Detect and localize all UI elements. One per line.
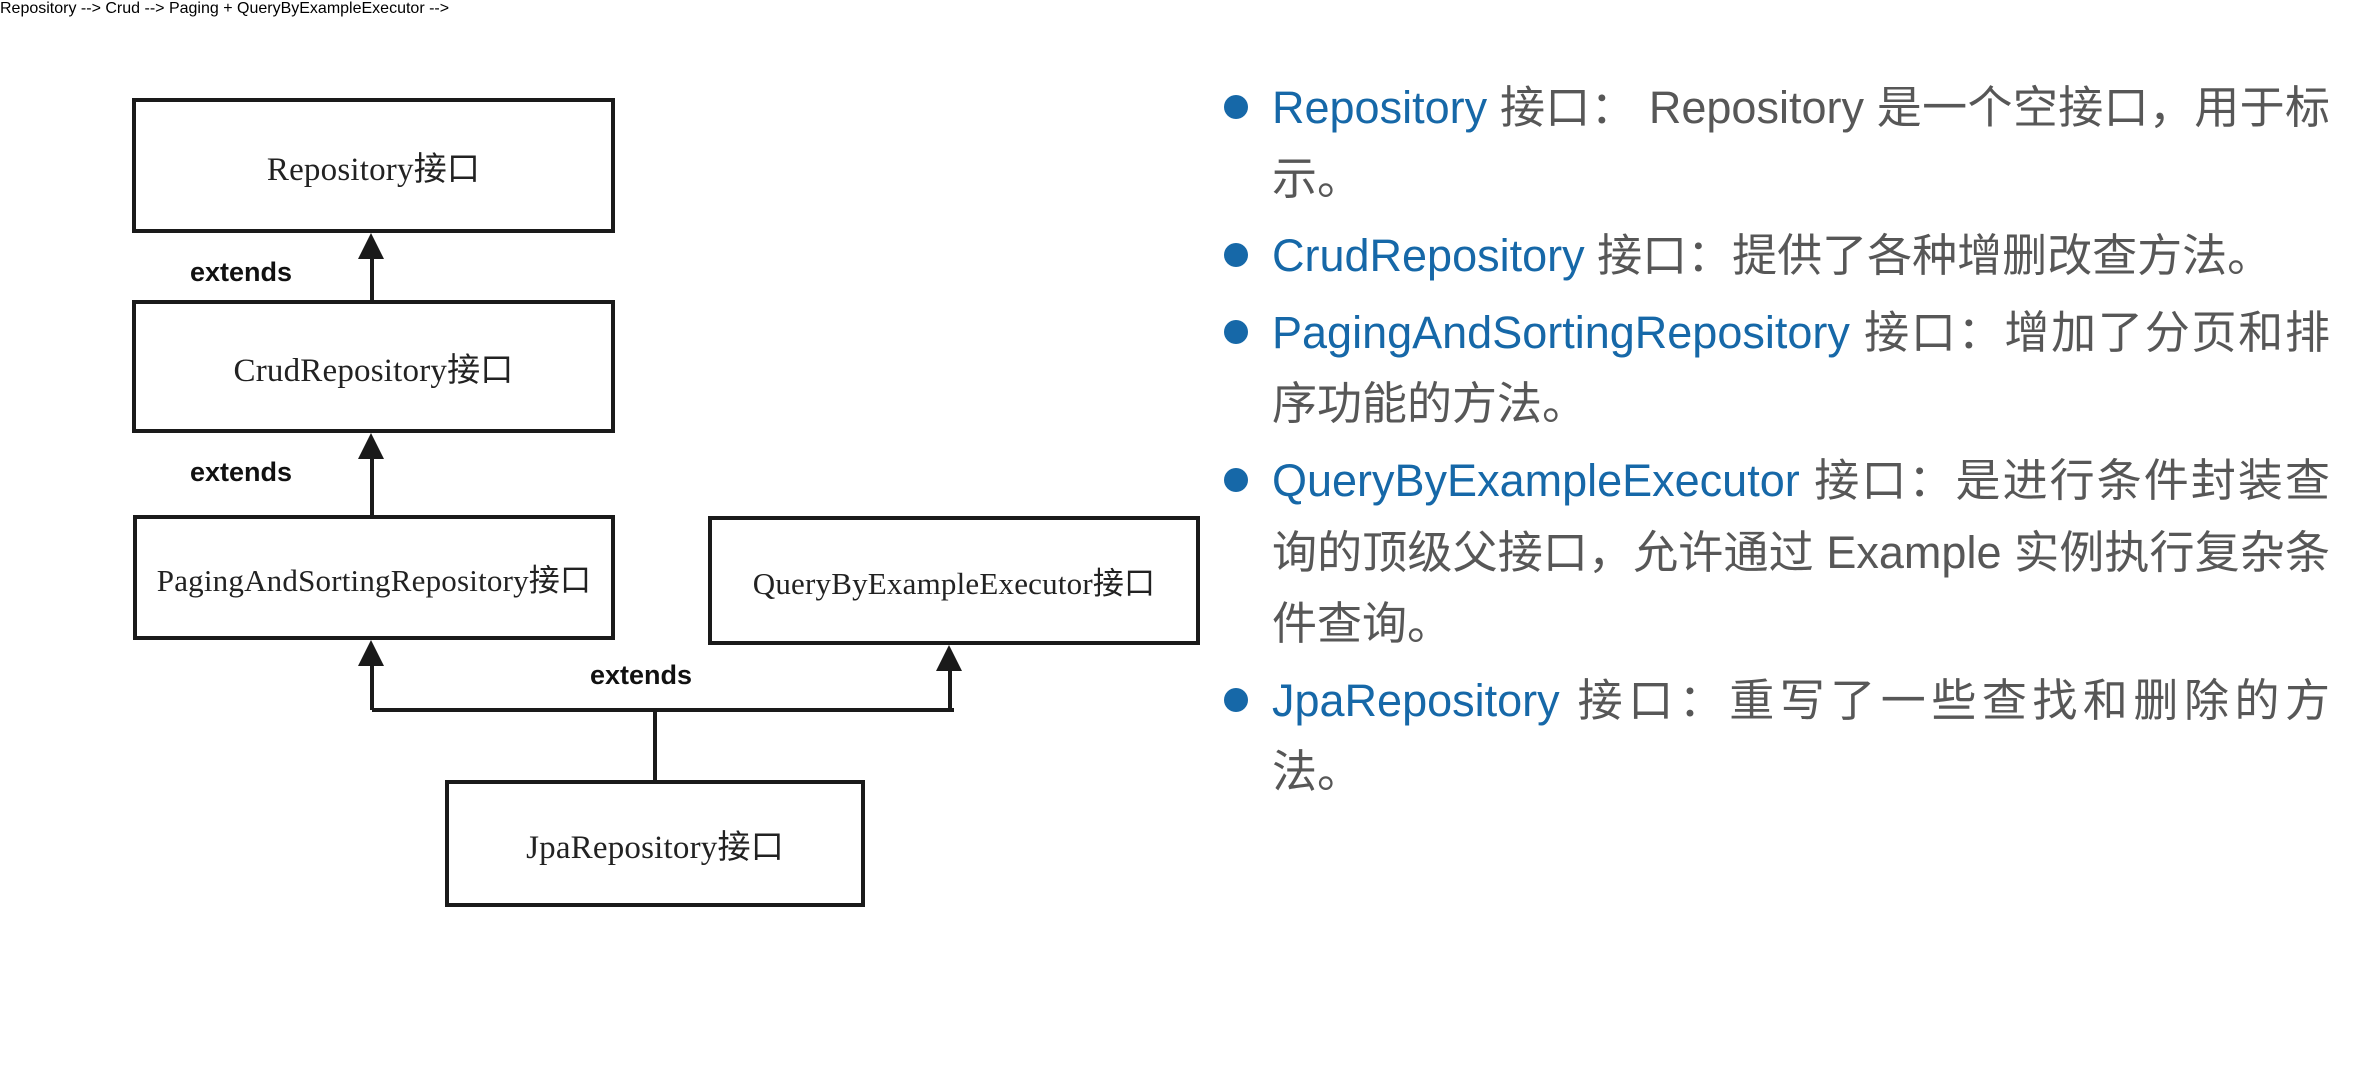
edge-label-extends-1: extends <box>190 257 293 287</box>
api-name: CrudRepository <box>1272 230 1585 282</box>
uml-box-query-by-example-executor-label: QueryByExampleExecutor接口 <box>752 566 1156 601</box>
list-item: JpaRepository 接口：重写了一些查找和删除的方法。 <box>1210 665 2330 807</box>
interface-description-list: Repository 接口： Repository 是一个空接口，用于标示。 C… <box>1210 72 2330 807</box>
list-item: QueryByExampleExecutor 接口：是进行条件封装查询的顶级父接… <box>1210 445 2330 658</box>
uml-box-paging-and-sorting-repository: PagingAndSortingRepository接口 <box>133 515 615 640</box>
arrowhead-up-icon <box>358 640 384 666</box>
list-item: PagingAndSortingRepository 接口：增加了分页和排序功能… <box>1210 297 2330 439</box>
edge-jpa-to-paging-line <box>370 666 374 710</box>
list-item: CrudRepository 接口：提供了各种增删改查方法。 <box>1210 220 2330 291</box>
arrowhead-up-icon <box>358 433 384 459</box>
edge-jpa-to-query-by-example-line <box>948 671 952 710</box>
bullet-dot-icon <box>1224 95 1248 119</box>
api-description: 接口：增加了分页和排序功能的方法。 <box>1272 307 2330 430</box>
edge-crud-to-repository-line <box>370 259 374 300</box>
uml-box-paging-and-sorting-repository-label: PagingAndSortingRepository接口 <box>156 563 592 598</box>
bullet-dot-icon <box>1224 687 1248 712</box>
uml-box-repository: Repository接口 <box>132 98 615 233</box>
arrowhead-up-icon <box>936 645 962 671</box>
uml-box-crud-repository: CrudRepository接口 <box>132 300 615 433</box>
api-name: PagingAndSortingRepository <box>1272 307 1850 359</box>
edge-paging-to-crud-line <box>370 459 374 515</box>
uml-box-jpa-repository-label: JpaRepository接口 <box>526 829 784 866</box>
uml-box-repository-label: Repository接口 <box>266 151 481 188</box>
api-description: 接口： Repository 是一个空接口，用于标示。 <box>1272 82 2330 205</box>
api-name: Repository <box>1272 82 1488 133</box>
edge-jpa-stem-line <box>653 710 657 780</box>
bullet-dot-icon <box>1224 468 1248 493</box>
edge-jpa-fork-bar <box>372 708 954 712</box>
api-name: QueryByExampleExecutor <box>1272 455 1800 507</box>
uml-box-jpa-repository: JpaRepository接口 <box>445 780 865 907</box>
edge-label-extends-3: extends <box>590 660 693 690</box>
arrowhead-up-icon <box>358 233 384 259</box>
api-description: 接口：重写了一些查找和删除的方法。 <box>1272 674 2330 797</box>
api-name: JpaRepository <box>1272 674 1560 726</box>
uml-box-crud-repository-label: CrudRepository接口 <box>233 352 514 389</box>
edge-label-extends-2: extends <box>190 457 293 487</box>
api-description: 接口：是进行条件封装查询的顶级父接口，允许通过 Example 实例执行复杂条件… <box>1272 455 2330 649</box>
uml-inheritance-diagram: Repository接口 CrudRepository接口 PagingAndS… <box>0 0 1200 907</box>
list-item: Repository 接口： Repository 是一个空接口，用于标示。 <box>1210 72 2330 214</box>
bullet-dot-icon <box>1224 243 1248 268</box>
bullet-dot-icon <box>1224 320 1248 345</box>
api-description: 接口：提供了各种增删改查方法。 <box>1584 230 2273 282</box>
uml-box-query-by-example-executor: QueryByExampleExecutor接口 <box>708 516 1200 645</box>
